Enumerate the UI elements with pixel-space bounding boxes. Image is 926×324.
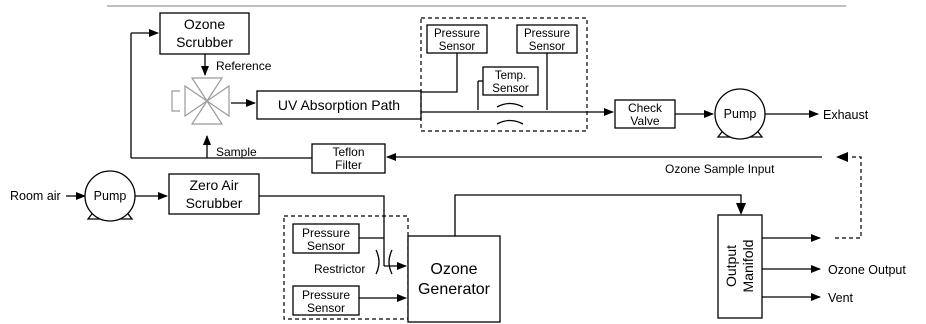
generator-to-manifold-line — [454, 194, 742, 236]
ozone-generator-box — [407, 235, 501, 323]
pressure-sensor-c-label-2: Sensor — [307, 239, 345, 253]
output-manifold-label-2: Manifold — [740, 240, 756, 293]
ozone-output-label: Ozone Output — [828, 263, 906, 277]
pressure-sensor-d-label-1: Pressure — [302, 288, 350, 302]
pressure-sensor-c-box — [292, 223, 360, 254]
pump-bottom-label: Pump — [94, 189, 127, 203]
pressure-sensor-d-box — [292, 285, 360, 316]
generator-to-manifold-arrowhead — [736, 203, 746, 215]
dashed-return-line — [835, 156, 862, 239]
ozone-generator-label-1: Ozone — [430, 261, 477, 278]
zero-air-scrubber-label-2: Scrubber — [186, 195, 243, 211]
pressure-sensor-a-box — [426, 24, 488, 54]
temp-sensor-label-2: Sensor — [492, 83, 529, 95]
output-manifold-box — [717, 214, 763, 319]
dashed-return-arrowhead — [836, 152, 848, 162]
pressure-sensor-b-label-1: Pressure — [524, 28, 570, 40]
pressure-sensor-a-label-2: Sensor — [439, 41, 476, 53]
zero-air-scrubber-box — [168, 173, 260, 215]
pressure-sensor-a-line — [421, 53, 458, 93]
zero-air-scrubber-label-1: Zero Air — [189, 177, 238, 193]
check-valve-box — [614, 99, 676, 129]
three-way-valve — [171, 77, 230, 125]
vent-label: Vent — [828, 291, 854, 305]
pressure-sensor-b-label-2: Sensor — [529, 41, 566, 53]
output-manifold-label-1: Output — [723, 245, 739, 287]
restrictor-symbol-2 — [388, 249, 393, 275]
teflon-filter-label-1: Teflon — [332, 145, 364, 159]
teflon-filter-box — [311, 143, 386, 174]
pump-bottom — [84, 170, 136, 222]
uv-absorption-path-label: UV Absorption Path — [278, 97, 400, 113]
ozone-generator-label-2: Generator — [418, 281, 491, 298]
pressure-sensor-a-label-1: Pressure — [434, 28, 480, 40]
pressure-sensor-d-label-2: Sensor — [307, 301, 345, 315]
restrictor-label: Restrictor — [314, 262, 365, 276]
check-valve-label-1: Check — [628, 101, 663, 115]
ozone-scrubber-label-1: Ozone — [184, 16, 225, 32]
ozone-scrubber-label-2: Scrubber — [176, 34, 233, 50]
check-valve-label-2: Valve — [630, 114, 659, 128]
uv-absorption-path-box — [256, 90, 422, 120]
zero-air-to-generator-line — [259, 195, 385, 266]
ozone-sample-input-label: Ozone Sample Input — [665, 162, 775, 176]
outlet-restrictor-symbol-2 — [496, 119, 524, 125]
outlet-restrictor-symbol — [496, 102, 524, 108]
room-air-label: Room air — [10, 189, 61, 203]
exhaust-label: Exhaust — [823, 108, 869, 122]
teflon-filter-label-2: Filter — [335, 158, 362, 172]
pump-top — [714, 88, 766, 140]
reference-label: Reference — [216, 59, 272, 73]
pump-top-label: Pump — [724, 107, 757, 121]
temp-sensor-label-1: Temp. — [495, 70, 526, 82]
sample-label: Sample — [216, 145, 257, 159]
pressure-sensor-c-label-1: Pressure — [302, 226, 350, 240]
restrictor-symbol — [375, 249, 380, 275]
